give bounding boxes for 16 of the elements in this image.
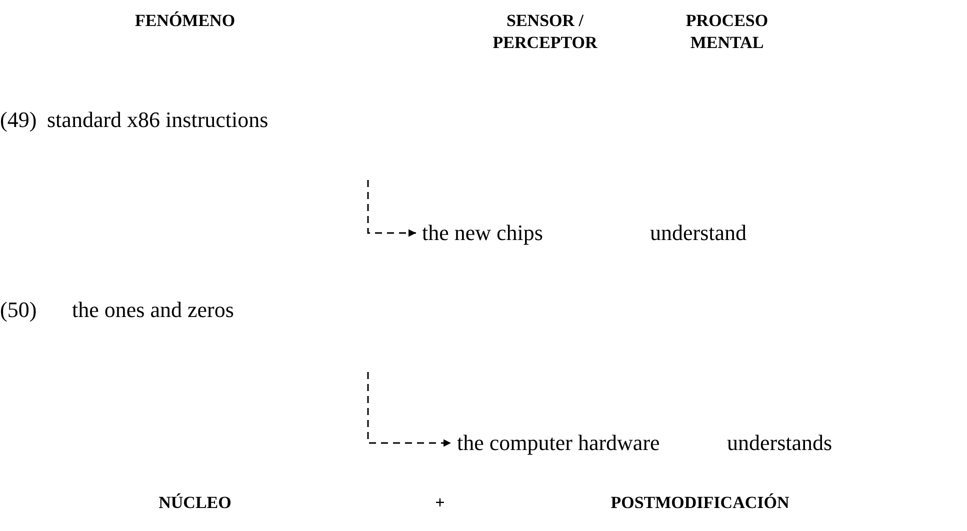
perceiver-phrase: the computer hardware: [457, 430, 660, 456]
example-number: (50): [0, 297, 37, 323]
phenomenon-phrase: standard x86 instructions: [47, 107, 268, 133]
structure-heading: POSTMODIFICACIÓN: [610, 492, 790, 514]
mental-process-verb: understand: [650, 220, 747, 246]
phenomenon-phrase: the ones and zeros: [72, 297, 234, 323]
perceiver-phrase: the new chips: [422, 220, 543, 246]
plus-sign: +: [434, 492, 446, 514]
example-number: (49): [0, 107, 37, 133]
column-heading: SENSOR / PERCEPTOR: [492, 10, 598, 54]
column-heading: FENÓMENO: [134, 10, 236, 32]
structure-heading: NÚCLEO: [158, 492, 232, 514]
arrow: [367, 180, 416, 237]
arrow: [367, 372, 451, 447]
mental-process-verb: understands: [727, 430, 832, 456]
column-heading: PROCESO MENTAL: [684, 10, 770, 54]
